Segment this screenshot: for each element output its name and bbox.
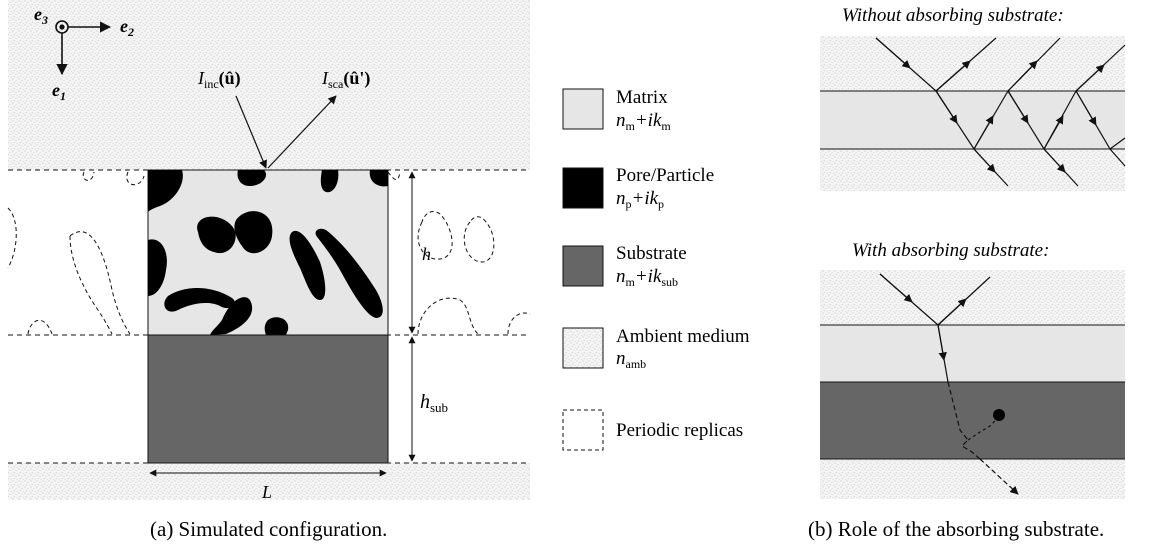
legend-symbol-ambient: namb <box>616 348 646 371</box>
periodic-replicas-left <box>7 171 145 335</box>
panel-b: Without absorbing substrate: <box>808 5 1126 541</box>
top-film <box>820 91 1125 149</box>
legend-swatch-particle <box>562 167 604 209</box>
bottom-substrate <box>820 382 1125 459</box>
dimension-hsub-label: hsub <box>420 391 448 415</box>
legend-swatch-matrix <box>562 88 604 130</box>
incident-ray <box>235 95 267 169</box>
particles <box>148 170 388 335</box>
axis-e3-label: e3 <box>34 4 48 27</box>
legend-swatch-substrate <box>562 245 604 287</box>
legend-symbol-substrate: nm+iksub <box>616 266 678 289</box>
dimension-L-label: L <box>261 482 272 502</box>
legend-label-matrix: Matrix <box>616 87 668 108</box>
legend-swatch-replica <box>562 409 604 451</box>
coordinate-axes <box>55 20 112 76</box>
legend-label-substrate: Substrate <box>616 243 687 264</box>
top-ray-paths <box>875 37 1126 187</box>
legend-label-replica: Periodic replicas <box>616 420 743 441</box>
panel-a: e3 e2 e1 Iinc(û) Isca(û') h hsub L (a) S… <box>7 0 531 541</box>
scattered-ray <box>267 95 337 169</box>
legend-label-particle: Pore/Particle <box>616 165 714 186</box>
absorption-event-dot <box>993 409 1005 421</box>
caption-b: (b) Role of the absorbing substrate. <box>808 517 1104 541</box>
matrix-cell <box>147 169 389 336</box>
periodic-replicas-right <box>387 171 531 335</box>
bottom-ray-paths <box>879 273 1019 495</box>
substrate-cell <box>147 334 389 464</box>
legend-swatch-ambient <box>562 327 604 369</box>
panel-b-top-title: Without absorbing substrate: <box>842 5 1064 26</box>
legend: Matrix nm+ikm Pore/Particle np+ikp Subst… <box>562 87 750 451</box>
bottom-ambient-bottom <box>820 459 1125 499</box>
bottom-film <box>820 325 1125 382</box>
ambient-bottom <box>8 463 530 500</box>
bottom-ambient-top <box>820 270 1125 325</box>
axis-e1-label: e1 <box>52 80 66 103</box>
legend-symbol-particle: np+ikp <box>616 188 664 211</box>
legend-symbol-matrix: nm+ikm <box>616 110 671 133</box>
dimension-h-label: h <box>422 244 431 264</box>
incident-intensity-label: Iinc(û) <box>197 68 241 91</box>
scattered-intensity-label: Isca(û') <box>321 68 370 91</box>
caption-a: (a) Simulated configuration. <box>150 517 387 541</box>
legend-label-ambient: Ambient medium <box>616 326 750 347</box>
panel-b-bottom-title: With absorbing substrate: <box>852 240 1049 261</box>
axis-e2-label: e2 <box>120 16 134 39</box>
ambient-top <box>8 0 530 170</box>
